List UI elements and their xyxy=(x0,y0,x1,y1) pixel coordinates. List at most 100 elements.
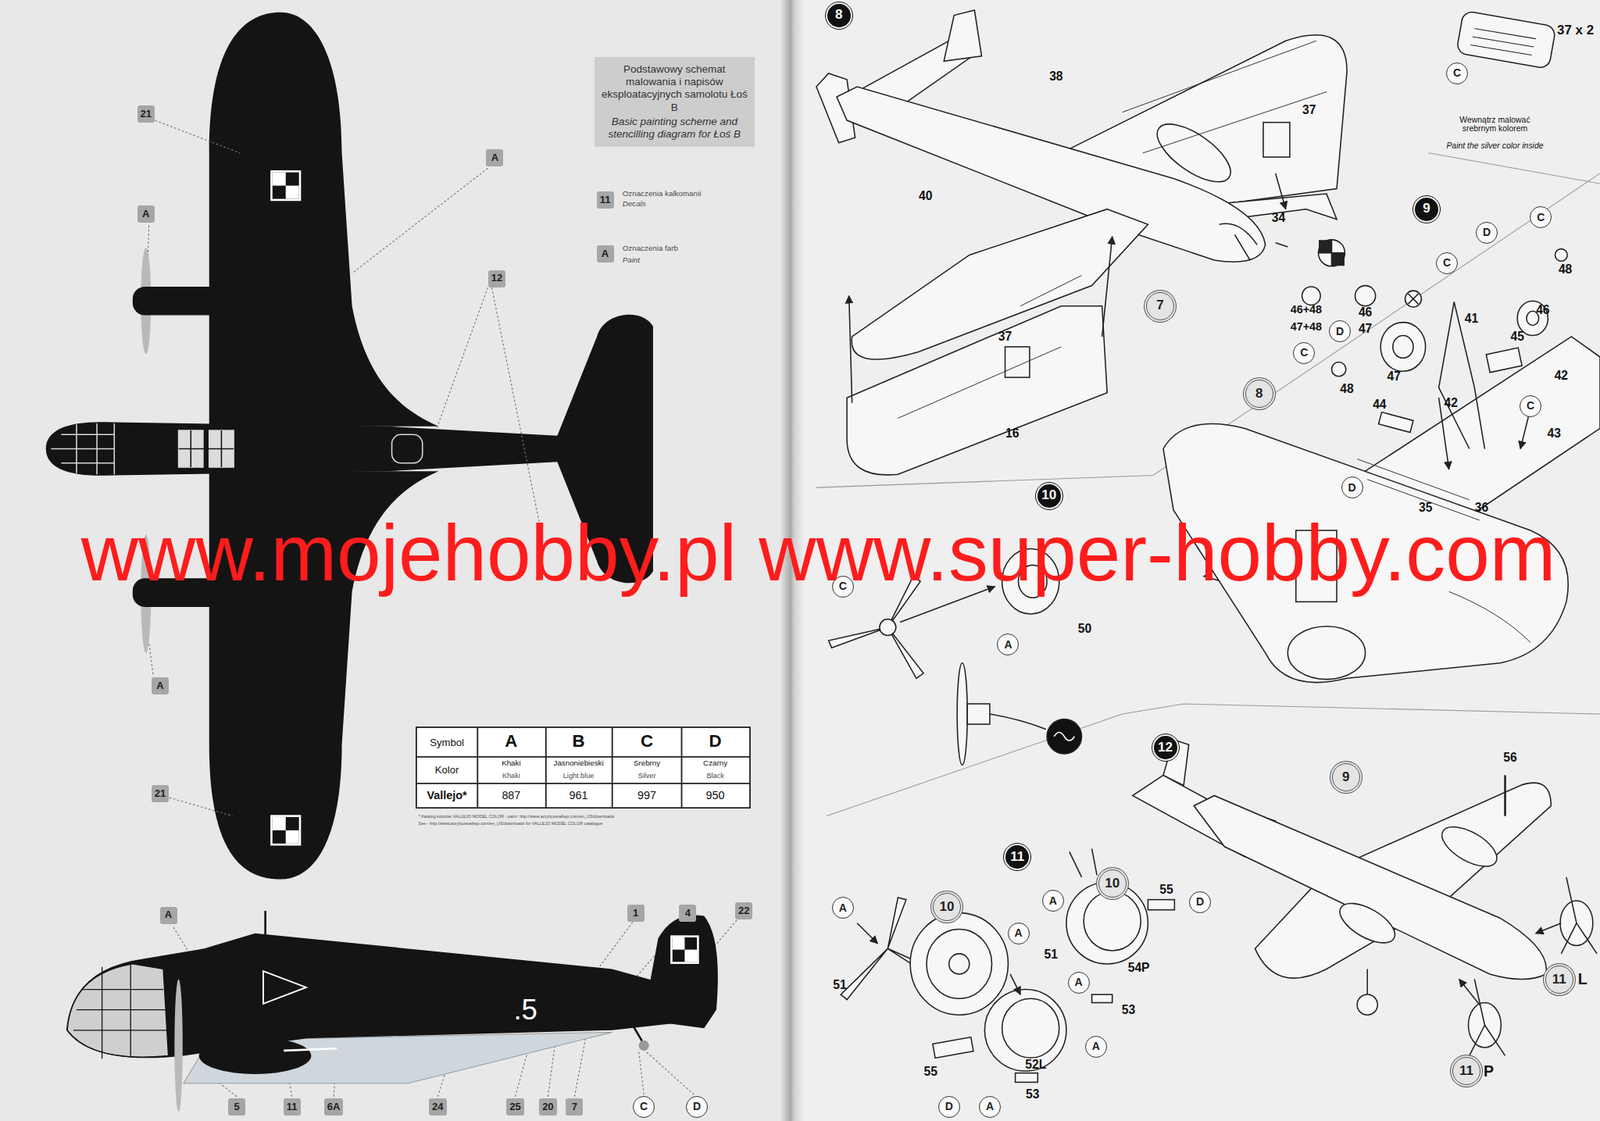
part-number: 38 xyxy=(1049,69,1063,83)
step-number-circle: 11 xyxy=(1003,843,1031,871)
label-text: Khaki xyxy=(501,759,521,768)
paint-circle: A xyxy=(832,896,854,919)
label-text: A xyxy=(504,732,518,751)
subassembly-circle: 10 xyxy=(932,892,961,922)
label-text: Paint xyxy=(622,256,640,265)
step-number: 10 xyxy=(1041,488,1057,504)
paint-letter: D xyxy=(692,1100,701,1113)
subassembly-number: 10 xyxy=(1104,876,1120,892)
callout-number: A xyxy=(156,680,164,692)
part-number: 46+48 xyxy=(1290,303,1322,317)
paint-letter: A xyxy=(1049,895,1058,908)
paint-circle: D xyxy=(1328,320,1351,343)
callout-box: 25 xyxy=(506,1098,524,1116)
callout-number: 25 xyxy=(509,1101,521,1113)
callout-number: A xyxy=(491,152,499,164)
paint-letter: D xyxy=(945,1100,954,1113)
callout-number: 6A xyxy=(327,1101,341,1113)
paint-letter: D xyxy=(1196,896,1204,908)
part-number: 16 xyxy=(1005,426,1019,440)
callout-box: A xyxy=(137,205,155,223)
part-number: 45 xyxy=(1510,329,1524,343)
subassembly-number: 9 xyxy=(1342,770,1350,786)
part-number: 40 xyxy=(918,189,933,203)
callout-box: 21 xyxy=(151,785,169,803)
paint-circle: A xyxy=(996,633,1019,656)
callout-number: A xyxy=(601,248,609,260)
callout-number: 24 xyxy=(432,1101,443,1113)
paint-letter: A xyxy=(1092,1040,1100,1053)
part-number: 47 xyxy=(1358,321,1372,336)
part-number: 36 xyxy=(1475,500,1489,515)
caption-text: Podstawowy schemat malowania i napisów e… xyxy=(600,63,749,115)
paint-letter: C xyxy=(1300,346,1308,359)
label-text: Symbol xyxy=(429,737,465,749)
paint-letter: A xyxy=(1003,639,1012,651)
part-number: 997 xyxy=(637,789,657,803)
part-number: 51 xyxy=(832,978,847,992)
callout-box: 6A xyxy=(324,1098,344,1116)
paint-letter: A xyxy=(1075,976,1083,989)
side-view-plane xyxy=(66,910,718,1112)
callout-number: 11 xyxy=(286,1101,298,1113)
subassembly-number: 10 xyxy=(939,900,955,915)
paint-circle: C xyxy=(1529,206,1552,229)
label-text: Light blue xyxy=(563,771,595,780)
subassembly-number: 7 xyxy=(1156,298,1164,314)
callout-box: A xyxy=(596,245,615,263)
part-number: 46 xyxy=(1358,305,1372,319)
step-number: 9 xyxy=(1422,201,1430,217)
step-8-drawing xyxy=(816,10,1557,475)
paint-circle: D xyxy=(1341,476,1364,499)
paint-letter: C xyxy=(1442,257,1451,269)
callout-box: 12 xyxy=(488,270,506,288)
paint-letter: C xyxy=(1536,211,1545,224)
callout-box: 11 xyxy=(596,191,615,209)
step-11-drawing xyxy=(840,848,1175,1083)
subassembly-number: 11 xyxy=(1552,972,1567,988)
callout-box: 24 xyxy=(428,1098,447,1116)
label-text: * Katalog kolorów VALLEJO MODEL COLOR - … xyxy=(418,814,615,819)
subassembly-circle: 7 xyxy=(1146,292,1175,321)
callout-number: A xyxy=(142,208,150,220)
part-number: 44 xyxy=(1372,397,1386,411)
label-text: B xyxy=(572,732,586,751)
caption-box: Podstawowy schemat malowania i napisów e… xyxy=(594,57,755,147)
caption-text: Basic painting scheme and stencilling di… xyxy=(600,115,749,141)
paint-circle: A xyxy=(1007,922,1030,945)
step-number: 8 xyxy=(835,7,843,23)
paint-letter: D xyxy=(1482,226,1491,239)
part-number: 950 xyxy=(706,789,725,803)
part-number: 55 xyxy=(1159,882,1173,897)
label-text: Czarny xyxy=(703,759,728,768)
paint-letter: A xyxy=(985,1100,994,1113)
part-number: 53 xyxy=(1025,1087,1040,1101)
part-number: 55 xyxy=(923,1064,937,1079)
paint-letter: D xyxy=(1335,325,1344,338)
paint-letter: C xyxy=(639,1100,648,1113)
callout-number: 20 xyxy=(542,1101,554,1113)
paint-letter: D xyxy=(1348,482,1357,494)
subassembly-circle: 8 xyxy=(1245,379,1274,408)
part-number: 53 xyxy=(1121,1003,1136,1017)
part-number: 46 xyxy=(1535,303,1550,317)
part-number: 48 xyxy=(1339,382,1354,396)
part-number: 50 xyxy=(1078,621,1092,636)
paint-circle: C xyxy=(1292,342,1315,365)
step-number-circle: 10 xyxy=(1035,482,1063,510)
part-number: 48 xyxy=(1558,262,1572,276)
paint-circle: A xyxy=(978,1096,1001,1118)
paint-letter: C xyxy=(1526,400,1535,412)
watermark: www.mojehobby.pl www.super-hobby.com xyxy=(81,510,1557,598)
callout-box: 5 xyxy=(228,1098,246,1116)
paint-circle: D xyxy=(938,1096,961,1118)
label-text: L xyxy=(1578,971,1588,989)
callout-box: 7 xyxy=(565,1098,583,1116)
paint-circle: D xyxy=(1475,221,1498,244)
callout-number: 4 xyxy=(685,907,691,919)
callout-box: 20 xyxy=(539,1098,557,1116)
label-text: Khaki xyxy=(502,771,521,780)
paint-circle: C xyxy=(1519,395,1542,418)
paint-circle: C xyxy=(632,1096,655,1118)
part-number: 41 xyxy=(1464,311,1479,325)
